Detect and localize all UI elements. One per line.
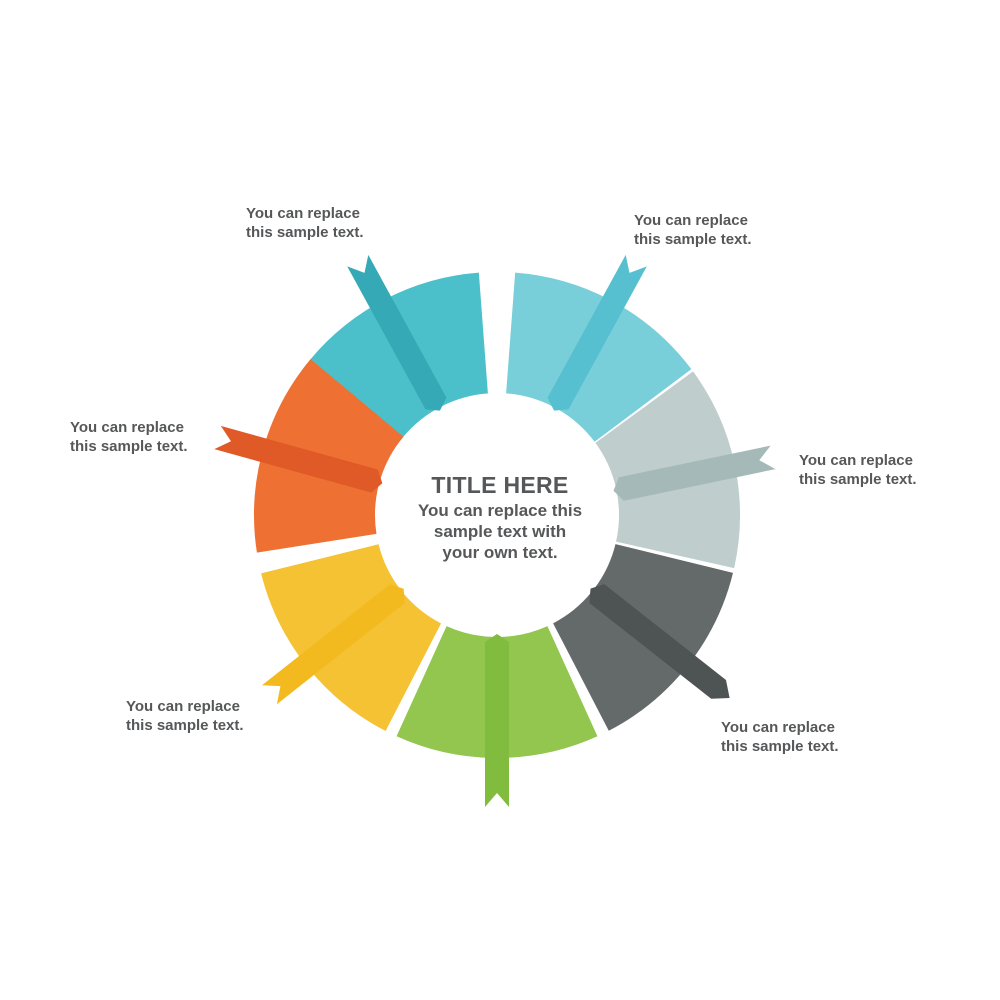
segment-light-teal-1 <box>506 272 610 407</box>
segment-yellow-1 <box>309 592 442 731</box>
label-dark-gray: You can replace this sample text. <box>721 718 911 756</box>
label-line: You can replace <box>246 205 360 222</box>
label-line: You can replace <box>799 452 913 469</box>
segment-teal-2 <box>384 272 488 407</box>
label-line: You can replace <box>70 419 184 436</box>
label-light-gray: You can replace this sample text. <box>799 451 989 489</box>
center-body: You can replace this sample text with yo… <box>390 500 610 563</box>
ribbon-yellow <box>262 584 405 705</box>
ribbon-light-teal <box>547 254 647 411</box>
label-line: this sample text. <box>70 438 188 455</box>
segment-light-teal-2 <box>557 304 692 442</box>
label-line: this sample text. <box>634 231 752 248</box>
segment-light-gray-1 <box>595 371 734 488</box>
label-line: this sample text. <box>126 717 244 734</box>
segment-yellow-2 <box>261 544 400 662</box>
segment-teal-1 <box>302 304 437 442</box>
label-line: You can replace <box>634 212 748 229</box>
segment-green-2 <box>396 626 495 758</box>
center-line: sample text with <box>433 522 567 541</box>
label-teal: You can replace this sample text. <box>246 204 436 242</box>
ribbon-light-gray <box>613 445 776 501</box>
label-yellow: You can replace this sample text. <box>126 697 316 735</box>
label-line: You can replace <box>721 719 835 736</box>
label-line: this sample text. <box>799 471 917 488</box>
label-light-teal: You can replace this sample text. <box>634 211 824 249</box>
label-line: You can replace <box>126 698 240 715</box>
center-text-block: TITLE HERE You can replace this sample t… <box>390 470 610 563</box>
ribbon-dark-gray <box>589 584 730 699</box>
label-orange: You can replace this sample text. <box>70 418 260 456</box>
segment-dark-gray-2 <box>553 592 685 731</box>
segment-dark-gray-1 <box>594 544 734 662</box>
ribbon-teal <box>347 254 447 411</box>
center-title: TITLE HERE <box>431 472 569 498</box>
ribbon-green <box>485 634 509 807</box>
ribbon-orange <box>214 425 383 493</box>
segment-green-1 <box>499 626 598 758</box>
center-line: your own text. <box>442 543 558 562</box>
label-line: this sample text. <box>246 224 364 241</box>
label-line: this sample text. <box>721 738 839 755</box>
center-line: You can replace this <box>417 501 583 520</box>
